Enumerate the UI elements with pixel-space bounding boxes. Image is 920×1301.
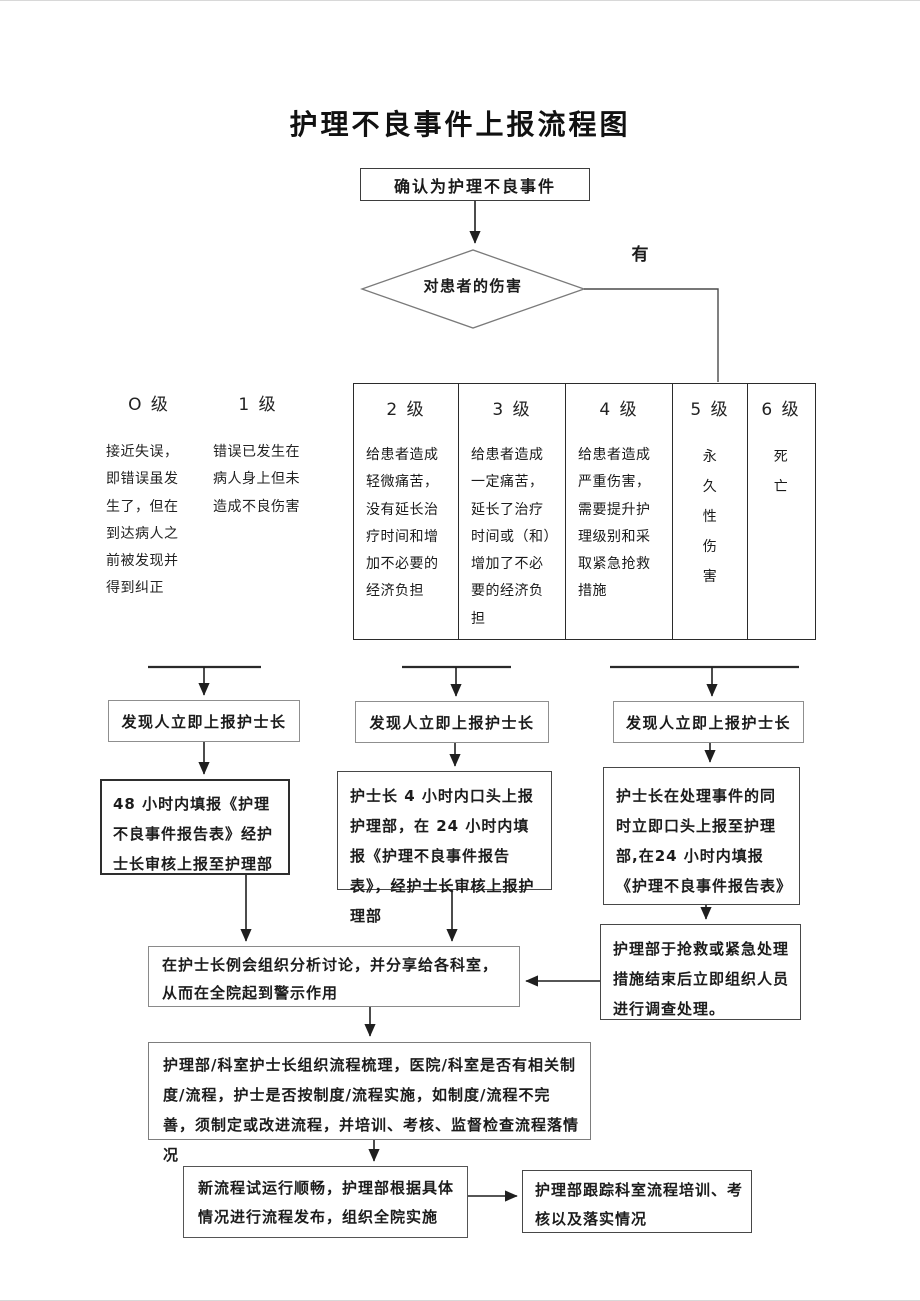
node-report-head-nurse-right: 发现人立即上报护士长 [613, 701, 804, 743]
node-meeting-analysis: 在护士长例会组织分析讨论，并分享给各科室，从而在全院起到警示作用 [148, 946, 520, 1007]
page-title: 护理不良事件上报流程图 [289, 108, 631, 141]
level-5-header: 5 级 [690, 400, 730, 420]
level-0-column: O 级 接近失误，即错误虽发生了，但在到达病人之前被发现并得到纠正 [106, 390, 192, 603]
level-6-desc: 死亡 [773, 449, 789, 496]
level-1-desc: 错误已发生在病人身上但未造成不良伤害 [213, 444, 300, 515]
node-report-head-nurse-left: 发现人立即上报护士长 [108, 700, 300, 742]
node-follow-up-track: 护理部跟踪科室流程培训、考核以及落实情况 [522, 1170, 752, 1233]
node-report-head-nurse-mid: 发现人立即上报护士长 [355, 701, 549, 743]
level-6-header: 6 级 [761, 400, 801, 420]
node-process-release: 新流程试运行顺畅，护理部根据具体情况进行流程发布，组织全院实施 [183, 1166, 468, 1238]
node-confirm-event: 确认为护理不良事件 [360, 168, 590, 201]
node-process-review: 护理部/科室护士长组织流程梳理，医院/科室是否有相关制度/流程，护士是否按制度/… [148, 1042, 591, 1164]
node-fill-immediate: 护士长在处理事件的同时立即口头上报至护理部,在24 小时内填报《护理不良事件报告… [603, 767, 800, 905]
page-top-edge [0, 0, 920, 1]
level-4-desc: 给患者造成严重伤害，需要提升护理级别和采取紧急抢救措施 [578, 447, 651, 600]
level-5-cell: 5 级 永久性伤害 [672, 384, 747, 639]
node-investigation: 护理部于抢救或紧急处理措施结束后立即组织人员进行调查处理。 [600, 924, 801, 1020]
level-2-cell: 2 级 给患者造成轻微痛苦，没有延长治疗时间和增加不必要的经济负担 [354, 384, 458, 639]
level-4-cell: 4 级 给患者造成严重伤害，需要提升护理级别和采取紧急抢救措施 [565, 384, 672, 639]
level-5-desc: 永久性伤害 [702, 449, 718, 586]
node-confirm-event-label: 确认为护理不良事件 [393, 176, 556, 196]
level-3-header: 3 级 [492, 400, 532, 420]
branch-yes-label: 有 [631, 245, 649, 265]
level-1-header: 1 级 [238, 395, 278, 415]
level-3-cell: 3 级 给患者造成一定痛苦，延长了治疗时间或（和）增加了不必要的经济负担 [458, 384, 565, 639]
level-2-desc: 给患者造成轻微痛苦，没有延长治疗时间和增加不必要的经济负担 [366, 447, 439, 600]
level-3-desc: 给患者造成一定痛苦，延长了治疗时间或（和）增加了不必要的经济负担 [471, 447, 551, 627]
node-decision-harm: 对患者的伤害 [423, 277, 523, 295]
node-report-right-label: 发现人立即上报护士长 [625, 713, 791, 732]
node-report-mid-label: 发现人立即上报护士长 [369, 713, 535, 732]
level-0-desc: 接近失误，即错误虽发生了，但在到达病人之前被发现并得到纠正 [106, 444, 179, 597]
node-report-left-label: 发现人立即上报护士长 [121, 712, 287, 731]
level-4-header: 4 级 [599, 400, 639, 420]
level-table: 2 级 给患者造成轻微痛苦，没有延长治疗时间和增加不必要的经济负担 3 级 给患… [353, 383, 816, 640]
node-fill-48h: 48 小时内填报《护理不良事件报告表》经护士长审核上报至护理部 [100, 779, 290, 875]
node-fill-4h-24h: 护士长 4 小时内口头上报护理部，在 24 小时内填报《护理不良事件报告表》，经… [337, 771, 552, 925]
level-1-column: 1 级 错误已发生在病人身上但未造成不良伤害 [213, 390, 303, 521]
level-6-cell: 6 级 死亡 [747, 384, 814, 639]
level-0-header: O 级 [128, 395, 170, 415]
level-2-header: 2 级 [386, 400, 426, 420]
